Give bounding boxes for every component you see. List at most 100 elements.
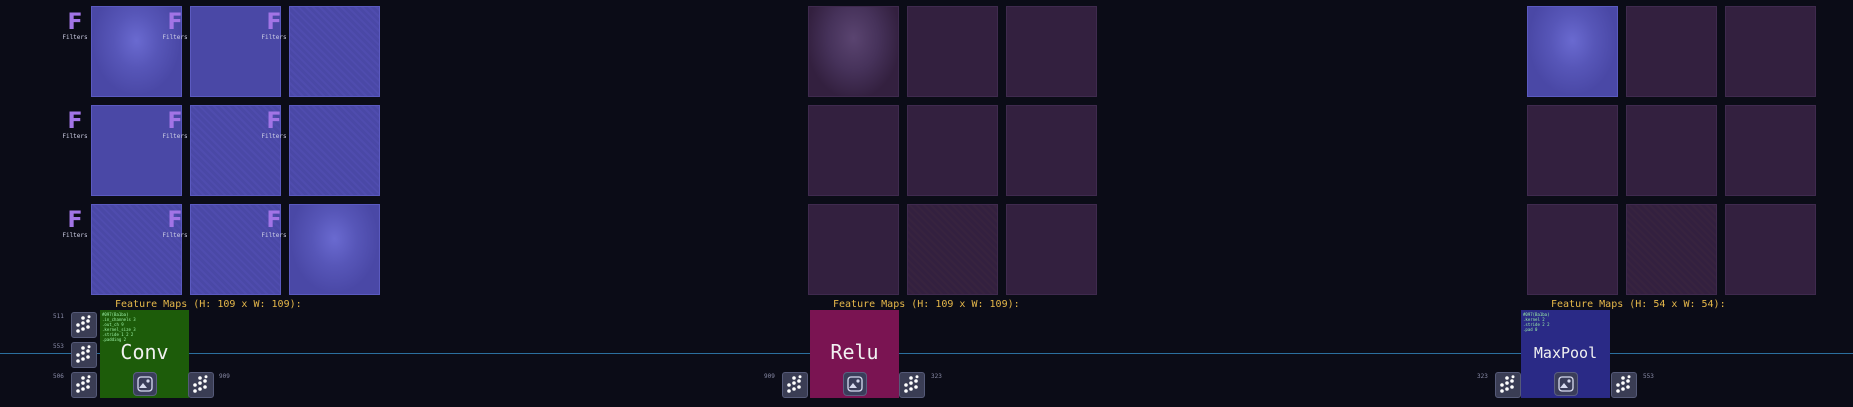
feature-map-tile[interactable] <box>289 204 380 295</box>
code-line: .padding 2 <box>102 337 127 342</box>
feature-map-tile[interactable] <box>1725 6 1816 97</box>
filter-label: Filters <box>261 34 287 41</box>
filter-label: Filters <box>62 34 88 41</box>
code-line: .kernel_size 3 <box>102 327 136 332</box>
input-port-button[interactable] <box>71 312 97 338</box>
output-port-button[interactable] <box>188 372 214 398</box>
code-line: .pad 0 <box>1523 327 1538 332</box>
input-port-button[interactable] <box>71 342 97 368</box>
filter-label: Filters <box>162 232 188 239</box>
code-line: .stride 2 2 <box>1523 322 1550 327</box>
filter-button[interactable]: F Filters <box>60 208 90 240</box>
feature-map-tile[interactable] <box>190 105 281 196</box>
filter-label: Filters <box>162 34 188 41</box>
port-number: 553 <box>53 343 64 350</box>
feature-map-tile[interactable] <box>1527 105 1618 196</box>
filter-label: Filters <box>162 133 188 140</box>
feature-map-tile[interactable] <box>1527 204 1618 295</box>
port-number: 323 <box>931 373 942 380</box>
port-number: 511 <box>53 313 64 320</box>
dots-grid-icon <box>76 375 91 393</box>
port-number: 909 <box>764 373 775 380</box>
code-line: #097(Ba1ba) <box>102 312 129 317</box>
output-port-button[interactable] <box>1611 372 1637 398</box>
feature-map-tile[interactable] <box>91 105 182 196</box>
image-preview-button[interactable] <box>1553 372 1578 396</box>
filter-button[interactable]: F Filters <box>60 12 90 42</box>
feature-map-tile[interactable] <box>1006 105 1097 196</box>
block-name: Relu <box>830 340 879 364</box>
port-number: 909 <box>219 373 230 380</box>
feature-map-tile[interactable] <box>190 6 281 97</box>
block-code: #097(Ba1ba) .in_channels 3 .out_ch 9 .ke… <box>102 312 136 342</box>
feature-map-tile[interactable] <box>1626 6 1717 97</box>
filter-button[interactable]: F Filters <box>259 109 289 141</box>
feature-map-tile[interactable] <box>907 6 998 97</box>
feature-map-tile[interactable] <box>808 105 899 196</box>
feature-map-tile[interactable] <box>808 6 899 97</box>
code-line: .in_channels 3 <box>102 317 136 322</box>
dots-grid-icon <box>1500 375 1515 393</box>
filter-button[interactable]: F Filters <box>60 109 90 141</box>
filter-f-icon: F <box>67 109 83 134</box>
filter-button[interactable]: F Filters <box>259 10 289 42</box>
filter-label: Filters <box>62 232 88 239</box>
feature-map-tile[interactable] <box>1725 204 1816 295</box>
code-line: #097(Ba1ba) <box>1523 312 1550 317</box>
output-port-button[interactable] <box>899 372 925 398</box>
feature-map-tile[interactable] <box>1626 105 1717 196</box>
dots-grid-icon <box>76 315 91 333</box>
image-preview-icon <box>136 376 153 392</box>
filter-f-icon: F <box>167 208 183 233</box>
port-number: 553 <box>1643 373 1654 380</box>
block-name: MaxPool <box>1533 344 1598 362</box>
feature-map-tile[interactable] <box>1006 6 1097 97</box>
feature-map-tile[interactable] <box>1527 6 1618 97</box>
feature-map-tile[interactable] <box>808 204 899 295</box>
image-preview-button[interactable] <box>842 372 867 396</box>
port-number: 323 <box>1477 373 1488 380</box>
dots-grid-icon <box>1616 375 1631 393</box>
filter-label: Filters <box>261 133 287 140</box>
filter-f-icon: F <box>266 10 282 35</box>
filter-button[interactable]: F Filters <box>160 208 190 240</box>
feature-map-tile[interactable] <box>1626 204 1717 295</box>
filter-f-icon: F <box>266 109 282 134</box>
input-port-button[interactable] <box>1495 372 1521 398</box>
filter-button[interactable]: F Filters <box>259 210 289 240</box>
feature-maps-title: Feature Maps (H: 109 x W: 109): <box>115 299 302 310</box>
input-port-button[interactable] <box>782 372 808 398</box>
feature-map-tile[interactable] <box>190 204 281 295</box>
port-number: 506 <box>53 373 64 380</box>
dots-grid-icon <box>787 375 802 393</box>
feature-map-tile[interactable] <box>91 204 182 295</box>
filter-button[interactable]: F Filters <box>160 109 190 141</box>
conv-block[interactable]: #097(Ba1ba) .in_channels 3 .out_ch 9 .ke… <box>100 310 189 398</box>
feature-map-tile[interactable] <box>907 204 998 295</box>
filter-f-icon: F <box>167 109 183 134</box>
filter-f-icon: F <box>167 10 183 35</box>
feature-map-tile[interactable] <box>1006 204 1097 295</box>
dots-grid-icon <box>904 375 919 393</box>
feature-map-tile[interactable] <box>907 105 998 196</box>
dots-grid-icon <box>193 375 208 393</box>
feature-map-tile[interactable] <box>289 6 380 97</box>
feature-map-tile[interactable] <box>289 105 380 196</box>
input-port-button[interactable] <box>71 372 97 398</box>
maxpool-block[interactable]: #097(Ba1ba) .kernel 2 .stride 2 2 .pad 0… <box>1521 310 1610 398</box>
image-preview-icon <box>1557 376 1574 392</box>
dots-grid-icon <box>76 345 91 363</box>
filter-f-icon: F <box>67 208 83 233</box>
block-code: #097(Ba1ba) .kernel 2 .stride 2 2 .pad 0 <box>1523 312 1550 332</box>
connection-wire <box>0 353 1853 354</box>
feature-map-tile[interactable] <box>91 6 182 97</box>
block-name: Conv <box>120 340 169 364</box>
relu-block[interactable]: Relu <box>810 310 899 398</box>
code-line: .stride 1 2 2 <box>102 332 134 337</box>
filter-label: Filters <box>62 133 88 140</box>
feature-map-tile[interactable] <box>1725 105 1816 196</box>
image-preview-button[interactable] <box>132 372 157 396</box>
filter-button[interactable]: F Filters <box>160 10 190 42</box>
image-preview-icon <box>846 376 863 392</box>
filter-label: Filters <box>261 232 287 239</box>
